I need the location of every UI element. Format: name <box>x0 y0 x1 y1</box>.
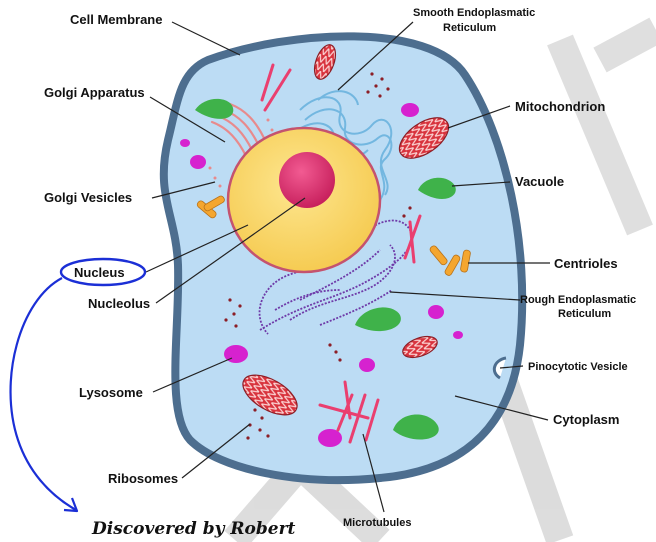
label-centrioles: Centrioles <box>554 256 618 271</box>
annotation-text: Discovered by Robert <box>91 519 296 539</box>
label-cytoplasm: Cytoplasm <box>553 412 619 427</box>
label-nucleolus: Nucleolus <box>88 296 150 311</box>
label-lysosome: Lysosome <box>79 385 143 400</box>
label-smooth-er-line2: Reticulum <box>443 22 496 34</box>
label-golgi-vesicles: Golgi Vesicles <box>44 190 132 205</box>
nucleolus-shape <box>279 152 335 208</box>
label-ribosomes: Ribosomes <box>108 471 178 486</box>
label-mitochondrion: Mitochondrion <box>515 99 605 114</box>
label-microtubules: Microtubules <box>343 517 411 529</box>
label-rough-er-line1: Rough Endoplasmatic <box>520 294 636 306</box>
label-cell-membrane: Cell Membrane <box>70 12 162 27</box>
label-pinocytotic-vesicle: Pinocytotic Vesicle <box>528 361 628 373</box>
annotation-arrow <box>11 278 76 510</box>
label-golgi-apparatus: Golgi Apparatus <box>44 85 145 100</box>
label-rough-er-line2: Reticulum <box>558 308 611 320</box>
label-smooth-er-line1: Smooth Endoplasmatic <box>413 7 535 19</box>
label-vacuole: Vacuole <box>515 174 564 189</box>
label-nucleus: Nucleus <box>74 265 125 280</box>
